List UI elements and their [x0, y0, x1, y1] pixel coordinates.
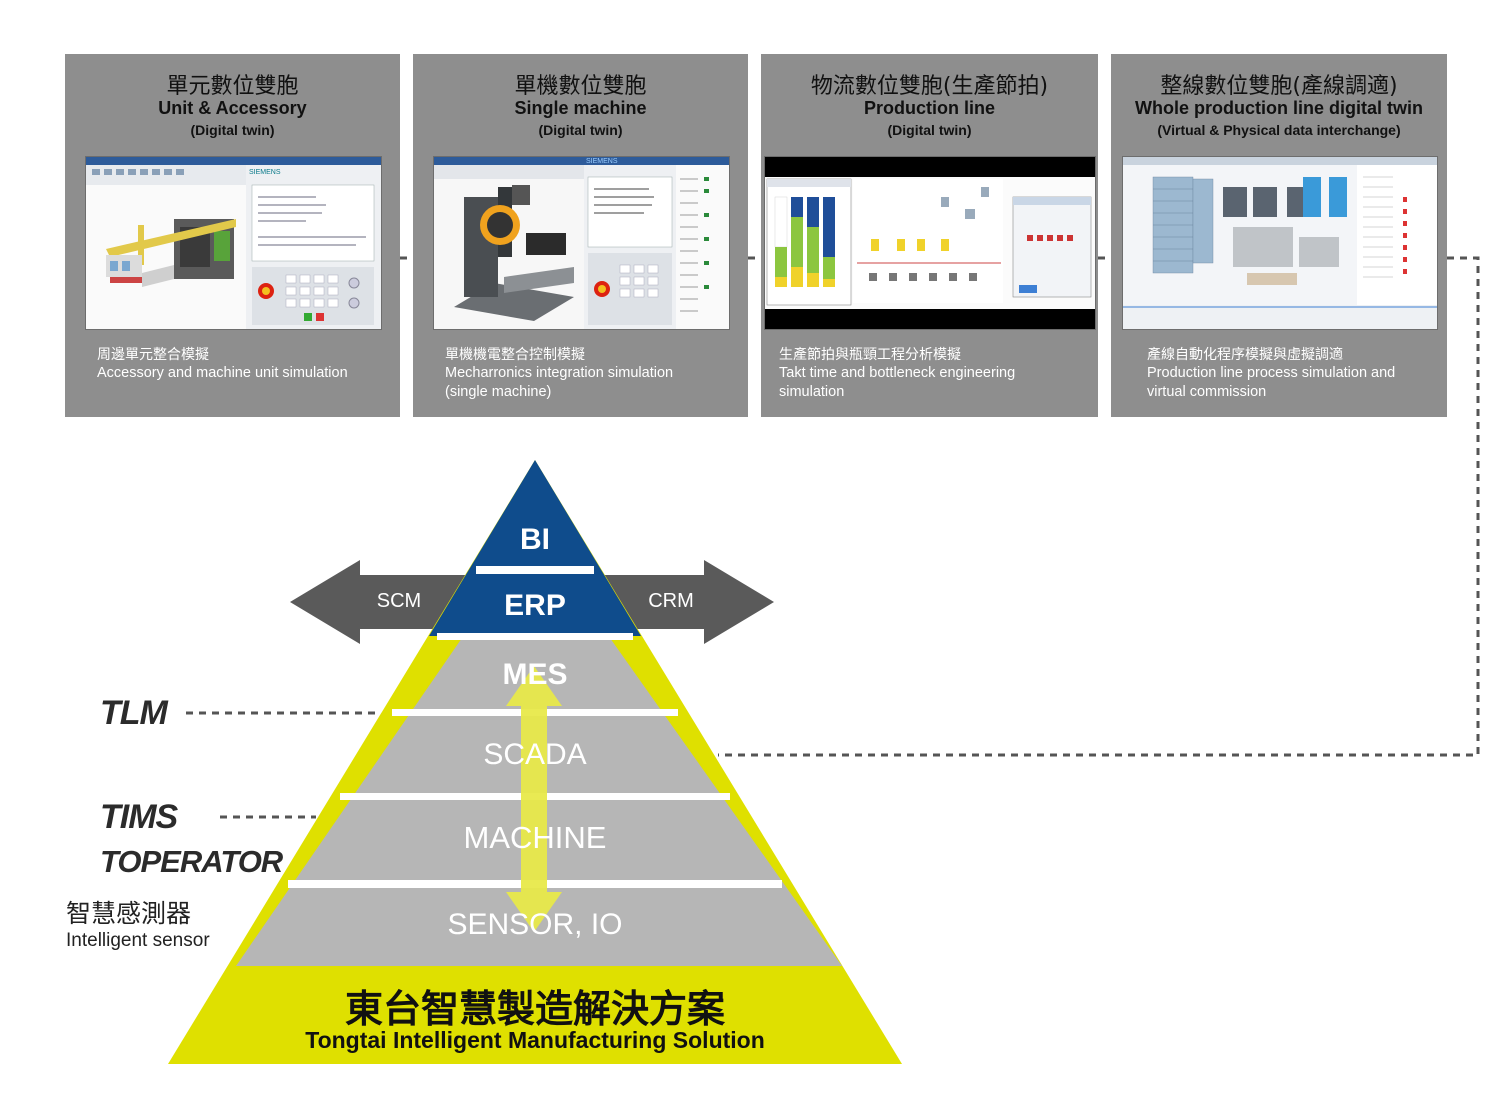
toperator-logo: TOPERATOR	[100, 844, 283, 879]
card-title-en: Single machine	[514, 98, 647, 118]
level-erp: ERP	[504, 589, 566, 622]
card-whole-production-line: 整線數位雙胞(產線調適) Whole production line digit…	[1111, 54, 1447, 417]
card-subtitle: (Digital twin)	[190, 122, 275, 138]
siemens-brand: SIEMENS	[249, 169, 281, 176]
tims-logo: TIMS	[100, 798, 178, 836]
level-scada: SCADA	[483, 738, 587, 771]
card-desc-en: Accessory and machine unit simulation	[97, 364, 348, 383]
card-desc-en: Mecharronics integration simulation (sin…	[445, 364, 673, 402]
level-mes: MES	[502, 658, 568, 691]
sensor-label-en: Intelligent sensor	[66, 930, 210, 951]
vertical-double-arrow	[506, 666, 562, 932]
card-unit-accessory: 單元數位雙胞 Unit & Accessory (Digital twin) S…	[65, 54, 400, 417]
arrow-label-scm: SCM	[376, 590, 422, 612]
sensor-label-zh: 智慧感測器	[66, 899, 192, 928]
card-title-zh: 單機數位雙胞	[514, 74, 647, 99]
card-subtitle: (Virtual & Physical data interchange)	[1157, 122, 1401, 138]
card-desc-en: Production line process simulation and v…	[1147, 364, 1395, 402]
card-desc-en-line: Production line process simulation and	[1147, 365, 1396, 381]
card-desc-en: Takt time and bottleneck engineering sim…	[779, 364, 1015, 402]
card-title-zh: 物流數位雙胞(生產節拍)	[810, 74, 1049, 99]
pyramid-blue-top	[429, 460, 641, 636]
card-production-line: 物流數位雙胞(生產節拍) Production line (Digital tw…	[761, 54, 1098, 417]
card-desc-en-line: Accessory and machine unit simulation	[97, 365, 348, 381]
card-desc-zh: 生產節拍與瓶頸工程分析模擬	[779, 347, 961, 363]
card-desc-en-line: (single machine)	[445, 384, 552, 400]
card-subtitle: (Digital twin)	[887, 122, 972, 138]
card-desc-zh: 周邊單元整合模擬	[97, 347, 209, 363]
level-separator	[476, 566, 594, 574]
siemens-brand: SIEMENS	[586, 158, 618, 165]
arrow-label-crm: CRM	[648, 590, 694, 612]
card-desc-zh: 單機機電整合控制模擬	[445, 347, 585, 363]
solution-title-zh: 東台智慧製造解決方案	[344, 987, 725, 1031]
card-screenshot-cnc-unit: SIEMENS	[85, 156, 382, 330]
card-single-machine: 單機數位雙胞 Single machine (Digital twin) SIE…	[413, 54, 748, 417]
card-desc-en-line: Mecharronics integration simulation	[445, 365, 674, 381]
level-separator	[437, 633, 633, 640]
card-title-en: Whole production line digital twin	[1135, 98, 1423, 118]
level-sensor-io: SENSOR, IO	[447, 908, 623, 941]
card-desc-en-line: simulation	[779, 384, 845, 400]
card-title-en: Production line	[863, 98, 995, 118]
card-desc-en-line: virtual commission	[1147, 384, 1267, 400]
level-machine: MACHINE	[463, 820, 607, 855]
card-screenshot-production-line	[764, 156, 1096, 330]
card-title-en: Unit & Accessory	[158, 98, 307, 118]
card-subtitle: (Digital twin)	[538, 122, 623, 138]
card-desc-en-line: Takt time and bottleneck engineering	[779, 365, 1016, 381]
card-title-zh: 單元數位雙胞	[166, 74, 299, 99]
level-bi: BI	[520, 523, 550, 556]
solution-title-en: Tongtai Intelligent Manufacturing Soluti…	[305, 1027, 765, 1053]
card-screenshot-single-machine: SIEMENS	[433, 156, 730, 330]
card-desc-zh: 產線自動化程序模擬與虛擬調適	[1147, 347, 1343, 363]
card-title-zh: 整線數位雙胞(產線調適)	[1160, 74, 1398, 99]
connector-dash-to-scada	[718, 256, 1480, 757]
tlm-logo: TLM	[100, 694, 168, 732]
card-screenshot-whole-line	[1122, 156, 1438, 330]
